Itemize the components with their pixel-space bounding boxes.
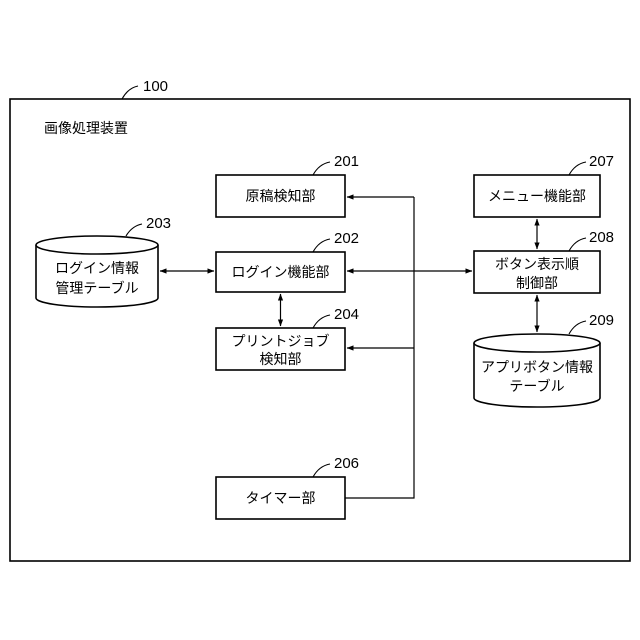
device-ref-number: 100 <box>143 78 168 95</box>
menu-function-unit-label: メニュー機能部 <box>488 189 586 205</box>
print-job-detection-unit-label-line2: 検知部 <box>260 351 302 368</box>
ref-208-number: 208 <box>589 229 614 246</box>
ref-203-number: 203 <box>146 215 171 232</box>
login-info-table-label-line1: ログイン情報 <box>55 261 139 277</box>
app-button-info-table-label-line2: テーブル <box>509 378 564 395</box>
device-label: 画像処理装置 <box>44 121 128 137</box>
ref-201-number: 201 <box>334 153 359 170</box>
ref-207-number: 207 <box>589 153 614 170</box>
button-order-control-unit-label-line1: ボタン表示順 <box>495 257 579 273</box>
timer-unit-label: タイマー部 <box>246 491 316 507</box>
original-detection-unit-label: 原稿検知部 <box>246 188 316 205</box>
app-button-info-table-label-line1: アプリボタン情報 <box>481 360 593 376</box>
print-job-detection-unit-label-line1: プリントジョブ <box>232 333 330 350</box>
ref-206-number: 206 <box>334 455 359 472</box>
ref-209-number: 209 <box>589 312 614 329</box>
ref-202-number: 202 <box>334 230 359 247</box>
login-info-table-label-line2: 管理テーブル <box>55 280 138 297</box>
device-ref-leader <box>122 86 138 99</box>
login-function-unit-label: ログイン機能部 <box>232 265 330 281</box>
ref-204-number: 204 <box>334 306 359 323</box>
button-order-control-unit-label-line2: 制御部 <box>516 276 558 292</box>
